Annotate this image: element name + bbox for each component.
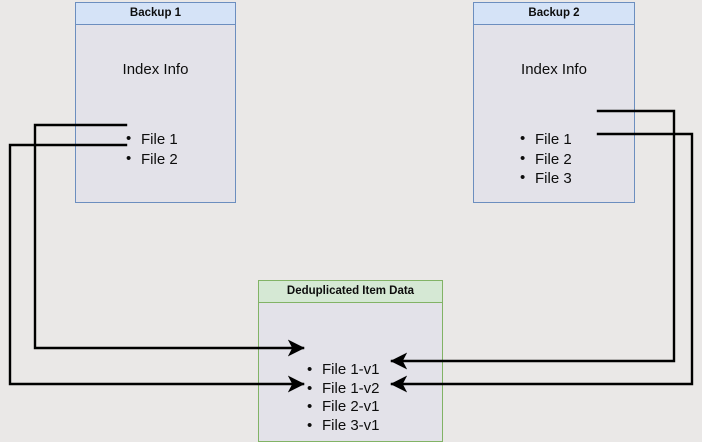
node-deduplicated-item-data[interactable]: Deduplicated Item Data File 1-v1 File 1-… bbox=[258, 280, 443, 442]
node-backup2-subtitle: Index Info bbox=[521, 61, 587, 78]
node-backup1-title: Backup 1 bbox=[76, 3, 235, 25]
list-item: File 1-v1 bbox=[307, 360, 380, 380]
list-item: File 1-v2 bbox=[307, 379, 380, 399]
node-backup2-title: Backup 2 bbox=[474, 3, 634, 25]
list-item: File 1 bbox=[520, 129, 572, 150]
list-item: File 3-v1 bbox=[307, 416, 380, 436]
node-backup2-file-list: File 1 File 2 File 3 bbox=[520, 129, 572, 189]
node-backup1-file-list: File 1 File 2 bbox=[126, 129, 178, 170]
node-backup1-subtitle: Index Info bbox=[122, 61, 189, 78]
node-dedup-file-list: File 1-v1 File 1-v2 File 2-v1 File 3-v1 bbox=[307, 360, 380, 436]
node-backup1-body: Index Info File 1 File 2 bbox=[76, 25, 235, 202]
list-item: File 2 bbox=[520, 149, 572, 170]
list-item: File 1 bbox=[126, 129, 178, 150]
node-dedup-title: Deduplicated Item Data bbox=[259, 281, 442, 303]
node-backup2[interactable]: Backup 2 Index Info File 1 File 2 File 3 bbox=[473, 2, 635, 203]
list-item: File 2 bbox=[126, 149, 178, 170]
node-backup2-body: Index Info File 1 File 2 File 3 bbox=[474, 25, 634, 202]
list-item: File 3 bbox=[520, 168, 572, 189]
node-backup1[interactable]: Backup 1 Index Info File 1 File 2 bbox=[75, 2, 236, 203]
node-dedup-body: File 1-v1 File 1-v2 File 2-v1 File 3-v1 bbox=[259, 303, 442, 441]
list-item: File 2-v1 bbox=[307, 397, 380, 417]
